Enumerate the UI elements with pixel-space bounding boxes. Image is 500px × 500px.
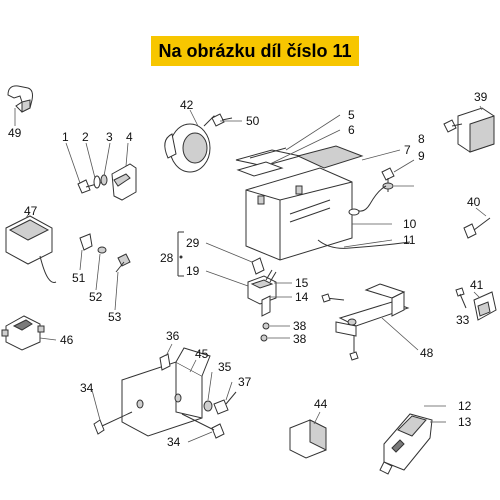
part-9-washer[interactable] <box>382 182 414 190</box>
part-52-washer[interactable] <box>95 246 107 291</box>
callout-34-lower: 34 <box>167 435 181 449</box>
part-51-clip[interactable] <box>79 233 93 271</box>
callout-44: 44 <box>314 397 328 411</box>
part-banner: Na obrázku díl číslo 11 <box>151 36 359 66</box>
part-37-bolt[interactable] <box>213 381 237 415</box>
callout-41: 41 <box>470 278 484 292</box>
callout-9: 9 <box>418 149 425 163</box>
part-48-bracket[interactable] <box>321 283 419 361</box>
callout-4: 4 <box>126 130 133 144</box>
callout-49: 49 <box>8 126 22 140</box>
callout-42: 42 <box>180 98 194 112</box>
callout-11: 11 <box>403 233 416 247</box>
callout-28: 28 <box>160 251 174 265</box>
part-7-battery[interactable] <box>245 145 401 261</box>
callout-29: 29 <box>186 236 200 250</box>
callout-6: 6 <box>348 123 355 137</box>
banner-title: Na obrázku díl číslo 11 <box>158 40 352 61</box>
callout-19: 19 <box>186 264 200 278</box>
callout-15: 15 <box>295 276 309 290</box>
part-47-regulator[interactable] <box>5 211 57 283</box>
part-4-bracket[interactable] <box>111 142 137 201</box>
callout-10: 10 <box>403 217 417 231</box>
part-14-bracket[interactable] <box>261 295 292 317</box>
callout-8: 8 <box>418 132 425 146</box>
part-46-bracket[interactable] <box>1 315 57 351</box>
callout-34-upper: 34 <box>80 381 94 395</box>
part-45-plate[interactable] <box>121 347 211 437</box>
callout-1: 1 <box>62 130 69 144</box>
callout-38-lower: 38 <box>293 332 307 346</box>
part-12-13-switch[interactable] <box>379 405 446 475</box>
callout-48: 48 <box>420 346 434 360</box>
part-35-washer[interactable] <box>203 371 213 412</box>
part-10-cable[interactable] <box>348 185 392 225</box>
callout-2: 2 <box>82 130 89 144</box>
part-49-clip[interactable] <box>7 85 33 126</box>
part-42-horn[interactable] <box>164 109 221 173</box>
part-39-relay[interactable] <box>443 105 495 153</box>
callout-51: 51 <box>72 271 86 285</box>
part-44-cover[interactable] <box>289 411 327 459</box>
callout-50: 50 <box>246 114 260 128</box>
callout-33: 33 <box>456 313 470 327</box>
callout-53: 53 <box>108 310 122 324</box>
part-38-screw[interactable] <box>260 322 290 342</box>
callout-45: 45 <box>195 347 209 361</box>
callout-3: 3 <box>106 130 113 144</box>
callout-52: 52 <box>89 290 103 304</box>
part-15-terminal[interactable] <box>265 269 292 284</box>
callout-38-upper: 38 <box>293 319 307 333</box>
callout-47: 47 <box>24 204 38 218</box>
callout-46: 46 <box>60 333 74 347</box>
callout-37: 37 <box>238 375 252 389</box>
part-34-bolt-upper[interactable] <box>91 389 133 435</box>
part-29-clip[interactable] <box>205 242 265 275</box>
callout-12: 12 <box>458 399 472 413</box>
part-50-bolt[interactable] <box>211 113 242 127</box>
callout-40: 40 <box>467 195 481 209</box>
callout-39: 39 <box>474 90 488 104</box>
part-53-screw[interactable] <box>114 253 131 311</box>
part-6-pad[interactable] <box>236 129 341 177</box>
part-11-cable[interactable] <box>317 239 411 249</box>
part-34-bolt-lower[interactable] <box>181 413 225 443</box>
part-41-clip[interactable] <box>473 291 497 321</box>
callout-5: 5 <box>348 108 355 122</box>
callout-35: 35 <box>218 360 232 374</box>
part-3-washer[interactable] <box>100 142 111 186</box>
callout-7: 7 <box>404 143 411 157</box>
callout-36: 36 <box>166 329 180 343</box>
part-33-screw[interactable] <box>455 287 467 309</box>
part-36-clip[interactable] <box>159 343 173 371</box>
callout-13: 13 <box>458 415 472 429</box>
part-40-bolt[interactable] <box>463 207 491 239</box>
part-2-washer[interactable] <box>85 142 101 189</box>
callout-28-group <box>177 231 184 277</box>
callout-14: 14 <box>295 290 309 304</box>
part-8-bolt[interactable] <box>381 159 415 192</box>
